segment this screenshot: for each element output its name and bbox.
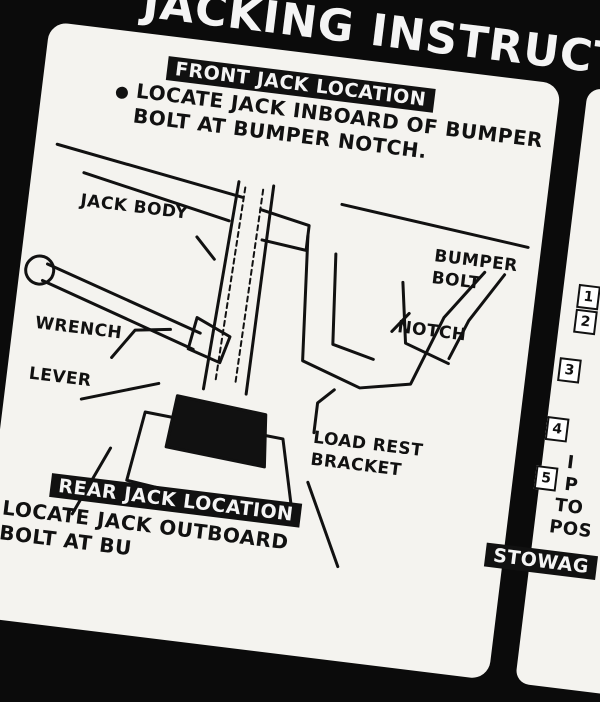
jack-head: [259, 208, 311, 252]
bumper-outline-line: [55, 142, 244, 199]
wrench-handle-bottom: [40, 278, 195, 351]
wrench-handle-top: [46, 262, 202, 335]
jack-body-left: [201, 180, 241, 391]
leader-jack-body: [195, 235, 216, 261]
jack-lever-socket: [186, 316, 232, 365]
wrench-end-ring: [24, 254, 56, 286]
step-box-5: 5: [533, 465, 559, 492]
jack-rack-teeth-2: [234, 188, 265, 384]
step-text-fragment-2: P: [563, 473, 580, 497]
notch-outline: [401, 280, 450, 366]
step-text-fragment-3: TO: [553, 494, 585, 520]
leader-lever: [79, 381, 161, 401]
jack-base-block: [164, 394, 268, 469]
step-box-2: 2: [573, 308, 598, 336]
step-box-3: 3: [557, 357, 582, 384]
leader-load-rest: [312, 388, 336, 435]
step-box-1: 1: [576, 283, 600, 311]
leader-bumper-bolt: [447, 273, 507, 361]
frame-line: [340, 202, 530, 249]
jack-rack-teeth: [214, 186, 247, 382]
step-box-4: 4: [544, 416, 570, 443]
jack-illustration: [0, 0, 600, 634]
load-rest-bracket-outline: [301, 233, 487, 390]
leader-notch: [390, 311, 411, 333]
bracket-inner-line: [331, 252, 375, 361]
jack-body-right: [244, 184, 276, 396]
ground-line-2: [306, 480, 340, 569]
bumper-lower-line: [82, 171, 231, 223]
leader-wrench: [110, 327, 172, 359]
